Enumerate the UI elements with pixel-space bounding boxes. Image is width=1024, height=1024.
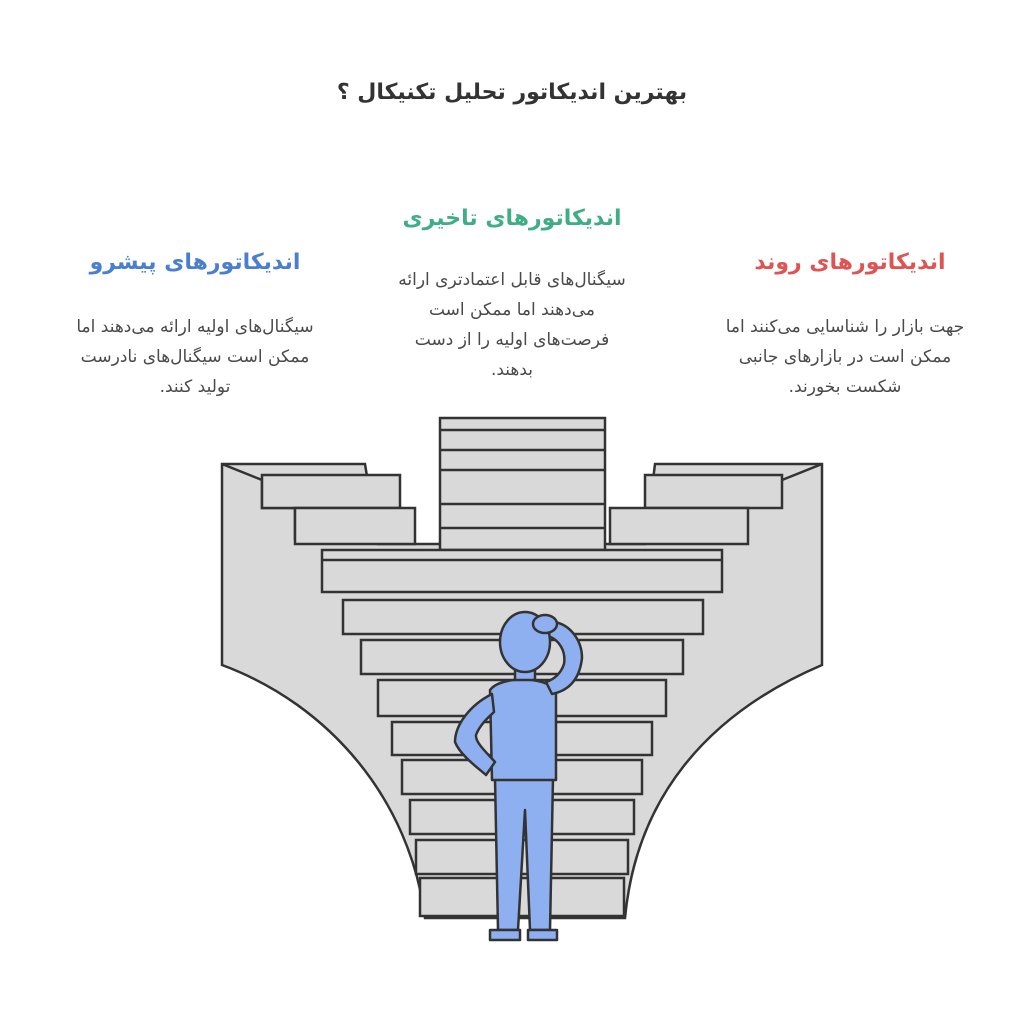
stair-step [418, 876, 626, 918]
stair-step [320, 548, 724, 594]
center-tower [438, 416, 607, 552]
page-title: بهترین اندیکاتور تحلیل تکنیکال ؟ [336, 80, 688, 105]
right-step [608, 506, 750, 546]
person-left-arm [453, 692, 497, 777]
lagging-indicators-heading: اندیکاتورهای تاخیری [402, 206, 622, 231]
right-ledge-lines [781, 462, 823, 482]
description-line: سیگنال‌های اولیه ارائه می‌دهند اما [76, 317, 314, 337]
description-line: سیگنال‌های قابل اعتمادتری ارائه [398, 270, 626, 290]
trend-indicators-heading: اندیکاتورهای روند [754, 250, 946, 275]
left-step [260, 473, 402, 510]
description-line: جهت بازار را شناسایی می‌کنند اما [725, 317, 965, 337]
description-line: .شکست بخورند [788, 377, 902, 397]
leading-indicators-heading: اندیکاتورهای پیشرو [89, 250, 301, 275]
left-step [293, 506, 417, 546]
person-shoe [488, 928, 522, 942]
person-torso [488, 678, 558, 782]
leading-indicators-description: سیگنال‌های اولیه ارائه می‌دهند اما ممکن … [40, 312, 350, 402]
description-line: ممکن است سیگنال‌های نادرست [80, 347, 310, 367]
lagging-indicators-description: سیگنال‌های قابل اعتمادتری ارائه می‌دهند … [352, 265, 672, 385]
trend-indicators-description: جهت بازار را شناسایی می‌کنند اما ممکن اس… [690, 312, 1000, 402]
description-line: فرصت‌های اولیه را از دست [414, 330, 610, 350]
description-line: ممکن است در بازارهای جانبی [738, 347, 952, 367]
person-hand [531, 613, 559, 635]
right-step [643, 473, 784, 510]
description-line: .تولید کنند [159, 377, 231, 397]
person-shoe [526, 928, 559, 942]
person-thinking-icon [453, 610, 584, 942]
description-line: .بدهند [490, 360, 534, 380]
description-line: می‌دهند اما ممکن است [428, 300, 595, 320]
